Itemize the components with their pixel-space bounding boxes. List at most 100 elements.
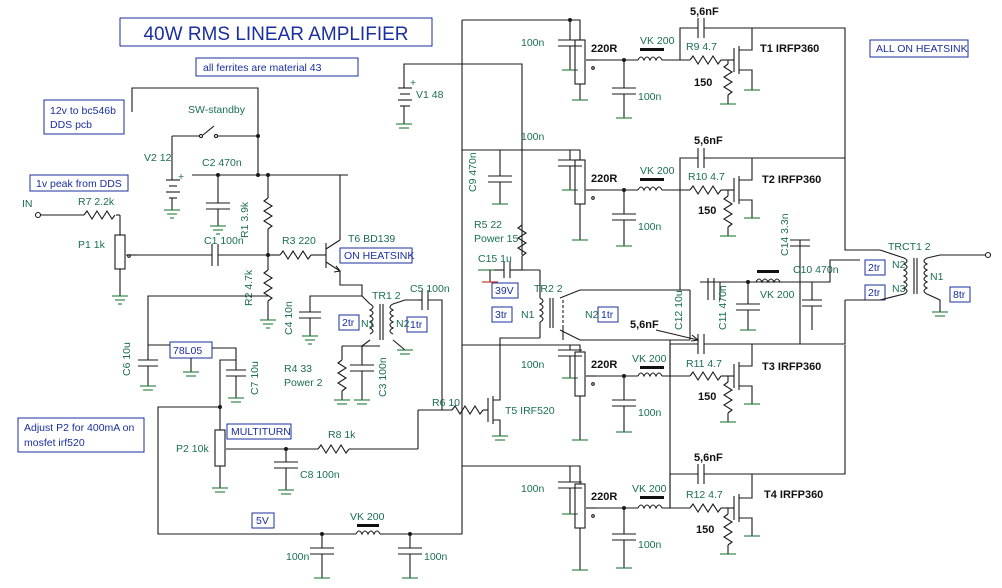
svg-text:R6 10: R6 10 (432, 397, 460, 409)
svg-text:+: + (178, 171, 184, 183)
svg-text:VK 200: VK 200 (640, 35, 675, 47)
svg-text:5,6nF: 5,6nF (694, 452, 723, 464)
svg-text:100n: 100n (638, 221, 662, 233)
svg-text:Power 15: Power 15 (474, 233, 519, 245)
svg-text:DDS pcb: DDS pcb (50, 119, 92, 131)
svg-text:C9 470n: C9 470n (467, 152, 479, 192)
svg-text:100n: 100n (638, 91, 662, 103)
svg-text:100n: 100n (638, 407, 662, 419)
turns-box-tr1-n1 (338, 314, 360, 331)
svg-text:12v to bc546b: 12v to bc546b (50, 105, 116, 117)
v39-label: 39V (491, 282, 519, 299)
five-volt-label: 5V (251, 512, 275, 529)
svg-text:C10 470n: C10 470n (793, 264, 839, 276)
svg-text:220R: 220R (591, 359, 617, 371)
svg-text:150: 150 (698, 391, 716, 403)
svg-text:T6 BD139: T6 BD139 (348, 233, 395, 245)
svg-text:SW-standby: SW-standby (188, 104, 246, 116)
svg-text:C15 1u: C15 1u (478, 253, 512, 265)
svg-text:1tr: 1tr (410, 319, 423, 331)
svg-text:100n: 100n (521, 483, 545, 495)
svg-text:R5 22: R5 22 (474, 219, 502, 231)
svg-text:TR2 2: TR2 2 (534, 283, 563, 295)
svg-text:C2 470n: C2 470n (202, 157, 242, 169)
svg-text:VK 200: VK 200 (640, 165, 675, 177)
svg-text:P1 1k: P1 1k (78, 239, 106, 251)
svg-text:Power 2: Power 2 (284, 377, 323, 389)
svg-text:VK 200: VK 200 (632, 353, 667, 365)
svg-text:N3: N3 (892, 283, 906, 295)
svg-text:T1 IRFP360: T1 IRFP360 (760, 43, 819, 55)
driver-supply: + V1 48 C9 470n R5 22 Power 15 C15 1u TR… (396, 63, 690, 341)
svg-text:N1: N1 (930, 271, 944, 283)
svg-text:8tr: 8tr (953, 289, 966, 301)
svg-text:100n: 100n (286, 551, 310, 563)
svg-text:R3 220: R3 220 (282, 235, 316, 247)
svg-text:+: + (410, 77, 416, 89)
svg-text:R9 4.7: R9 4.7 (686, 41, 717, 53)
svg-text:R7 2.2k: R7 2.2k (78, 196, 115, 208)
turns-box-trct1-n2 (864, 259, 886, 276)
svg-text:R10 4.7: R10 4.7 (688, 171, 725, 183)
svg-text:N2: N2 (892, 259, 906, 271)
svg-text:2tr: 2tr (868, 287, 881, 299)
svg-text:Adjust P2 for 400mA on: Adjust P2 for 400mA on (24, 422, 134, 434)
input-stage: IN R7 2.2k P1 1k C1 100n SW-standby (22, 87, 452, 411)
svg-text:220R: 220R (591, 491, 617, 503)
svg-text:5,6nF: 5,6nF (690, 6, 719, 18)
svg-text:C12 10u: C12 10u (673, 290, 685, 330)
svg-text:V1 48: V1 48 (416, 89, 444, 101)
multiturn-label: MULTITURN (226, 423, 292, 440)
svg-text:C5 100n: C5 100n (410, 283, 450, 295)
svg-text:N2: N2 (396, 318, 410, 330)
svg-text:150: 150 (698, 205, 716, 217)
output-stage-t2: 100n 220R 100n VK 200 R10 4.7 T2 IRFP360 (462, 131, 845, 290)
bias-stage: C6 10u C7 10u P2 10k R8 1k C8 100n (121, 20, 555, 579)
svg-text:5,6nF: 5,6nF (630, 319, 659, 331)
drive-note: 1v peak from DDS (29, 174, 129, 192)
svg-text:100n: 100n (638, 539, 662, 551)
svg-text:ON HEATSINK: ON HEATSINK (344, 250, 414, 262)
svg-text:2tr: 2tr (342, 317, 355, 329)
svg-text:VK 200: VK 200 (632, 483, 667, 495)
svg-text:39V: 39V (495, 285, 514, 297)
svg-text:N2: N2 (585, 309, 599, 321)
svg-text:1tr: 1tr (601, 309, 614, 321)
svg-text:C1 100n: C1 100n (204, 235, 244, 247)
svg-text:T3 IRFP360: T3 IRFP360 (762, 361, 821, 373)
svg-text:2tr: 2tr (868, 262, 881, 274)
svg-text:IN: IN (22, 198, 33, 210)
svg-text:100n: 100n (521, 359, 545, 371)
svg-text:R2 4.7k: R2 4.7k (243, 269, 255, 306)
svg-text:R12 4.7: R12 4.7 (686, 489, 723, 501)
ferrite-note: all ferrites are material 43 (195, 57, 359, 77)
svg-text:MULTITURN: MULTITURN (231, 426, 291, 438)
svg-text:T5 IRF520: T5 IRF520 (505, 405, 555, 417)
svg-text:100n: 100n (521, 131, 545, 143)
svg-text:mosfet irf520: mosfet irf520 (24, 437, 85, 449)
svg-text:all ferrites are material 43: all ferrites are material 43 (203, 62, 322, 74)
svg-text:C3 100n: C3 100n (377, 357, 389, 397)
svg-text:150: 150 (696, 524, 714, 536)
svg-text:100n: 100n (521, 37, 545, 49)
svg-text:220R: 220R (591, 173, 617, 185)
svg-text:1v peak from DDS: 1v peak from DDS (36, 178, 122, 190)
turns-box-tr2-n1 (491, 306, 513, 323)
output-stage-t1: 100n 220R 100n VK 200 R9 4.7 T1 IRFP360 (462, 6, 846, 155)
page-title: 40W RMS LINEAR AMPLIFIER (143, 24, 408, 45)
svg-text:78L05: 78L05 (173, 345, 202, 357)
svg-text:ALL ON HEATSINK: ALL ON HEATSINK (876, 43, 968, 55)
svg-text:C4 10n: C4 10n (283, 301, 295, 335)
svg-text:N1: N1 (361, 318, 375, 330)
svg-text:5V: 5V (256, 515, 269, 527)
svg-text:T4 IRFP360: T4 IRFP360 (764, 489, 823, 501)
heatsink-note: ALL ON HEATSINK (869, 39, 969, 58)
turns-box-tr1-n2 (406, 316, 428, 333)
svg-text:R1 3.9k: R1 3.9k (239, 201, 251, 238)
svg-text:N1: N1 (521, 309, 535, 321)
svg-text:R8 1k: R8 1k (328, 429, 356, 441)
svg-text:C7 10u: C7 10u (249, 361, 261, 395)
reg-78l05: 78L05 (169, 341, 213, 359)
svg-text:C8 100n: C8 100n (300, 469, 340, 481)
